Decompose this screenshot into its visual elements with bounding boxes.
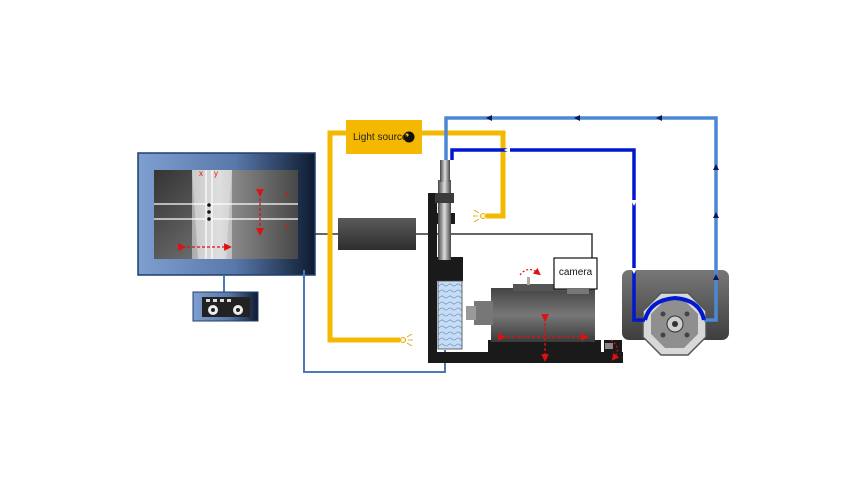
light-fiber-lower [327, 130, 400, 343]
camera-label-box [553, 257, 598, 290]
light-source [346, 120, 422, 154]
monitor-axis-x-top: x [199, 169, 203, 178]
camera-stage [466, 257, 622, 354]
camera-cable [416, 233, 593, 258]
peristaltic-pump [622, 270, 729, 356]
rotation-arrow-icon [610, 339, 620, 361]
signal-processor-box [338, 218, 416, 250]
flow-arrow-icon [504, 147, 637, 274]
monitor-axis-x-right: x [285, 189, 289, 198]
pump-tube-loop [643, 295, 706, 321]
liquid-cell [437, 280, 463, 350]
pump-rotor-icon [660, 311, 690, 338]
monitor [137, 152, 316, 276]
flow-arrow-icon [486, 115, 719, 280]
monitor-axis-y-top: y [214, 169, 218, 178]
light-fiber-upper [422, 130, 506, 219]
camera-body [491, 288, 595, 342]
light-source-label: Light source [353, 131, 408, 143]
controller-pad [192, 291, 259, 322]
rotation-arrow-icon [519, 267, 541, 276]
tubing-outer [444, 116, 718, 322]
signal-line [303, 270, 446, 373]
monitor-axis-y-right: y [285, 221, 289, 230]
camera-label: camera [558, 266, 593, 278]
bulb-icon [399, 333, 413, 347]
syringe [438, 180, 451, 260]
dosing-stand [428, 160, 623, 363]
tubing-inner [450, 148, 645, 322]
bulb-icon [473, 209, 486, 223]
